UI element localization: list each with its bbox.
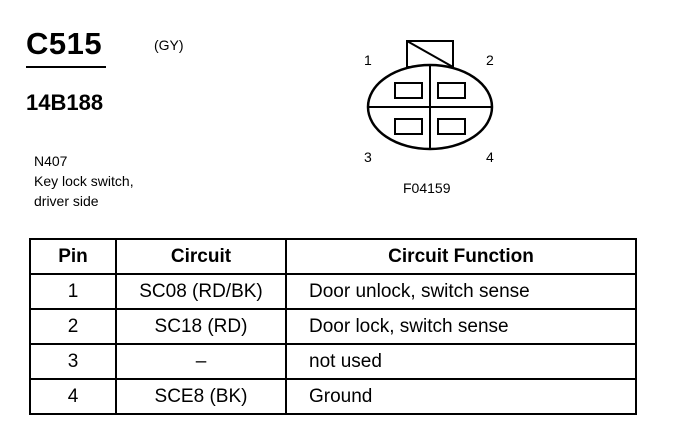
terminal-1 — [394, 82, 423, 99]
pinout-table: Pin Circuit Circuit Function 1 SC08 (RD/… — [29, 238, 637, 415]
pin-cell: 1 — [29, 273, 117, 310]
column-header-circuit-function: Circuit Function — [285, 238, 637, 275]
part-number: 14B188 — [26, 90, 104, 115]
pin-label-4: 4 — [486, 149, 494, 165]
circuit-cell: – — [115, 343, 287, 380]
color-code: (GY) — [154, 37, 184, 53]
terminal-4 — [437, 118, 466, 135]
pin-cell: 3 — [29, 343, 117, 380]
figure-code: F04159 — [403, 180, 451, 196]
pin-label-3: 3 — [364, 149, 372, 165]
circuit-cell: SC08 (RD/BK) — [115, 273, 287, 310]
column-header-pin: Pin — [29, 238, 117, 275]
function-cell: not used — [285, 343, 637, 380]
pin-label-1: 1 — [364, 52, 372, 68]
table-row: 3 – not used — [29, 343, 637, 380]
table-header-row: Pin Circuit Circuit Function — [29, 238, 637, 275]
table-row: 2 SC18 (RD) Door lock, switch sense — [29, 308, 637, 345]
connector-diagram — [355, 35, 505, 175]
terminal-3 — [394, 118, 423, 135]
key-tab-diagonal — [406, 40, 454, 68]
terminal-2 — [437, 82, 466, 99]
pin-label-2: 2 — [486, 52, 494, 68]
pin-cell: 2 — [29, 308, 117, 345]
pin-cell: 4 — [29, 378, 117, 415]
description-line: Key lock switch, — [34, 173, 134, 189]
component-description: N407 Key lock switch, driver side — [34, 151, 134, 211]
function-cell: Ground — [285, 378, 637, 415]
description-line: driver side — [34, 193, 99, 209]
circuit-cell: SC18 (RD) — [115, 308, 287, 345]
table-row: 4 SCE8 (BK) Ground — [29, 378, 637, 415]
description-line: N407 — [34, 153, 68, 169]
connector-id-underline — [26, 66, 106, 68]
function-cell: Door lock, switch sense — [285, 308, 637, 345]
connector-id: C515 — [26, 26, 103, 61]
connector-face-drawing — [366, 40, 494, 151]
column-header-circuit: Circuit — [115, 238, 287, 275]
table-row: 1 SC08 (RD/BK) Door unlock, switch sense — [29, 273, 637, 310]
circuit-cell: SCE8 (BK) — [115, 378, 287, 415]
function-cell: Door unlock, switch sense — [285, 273, 637, 310]
